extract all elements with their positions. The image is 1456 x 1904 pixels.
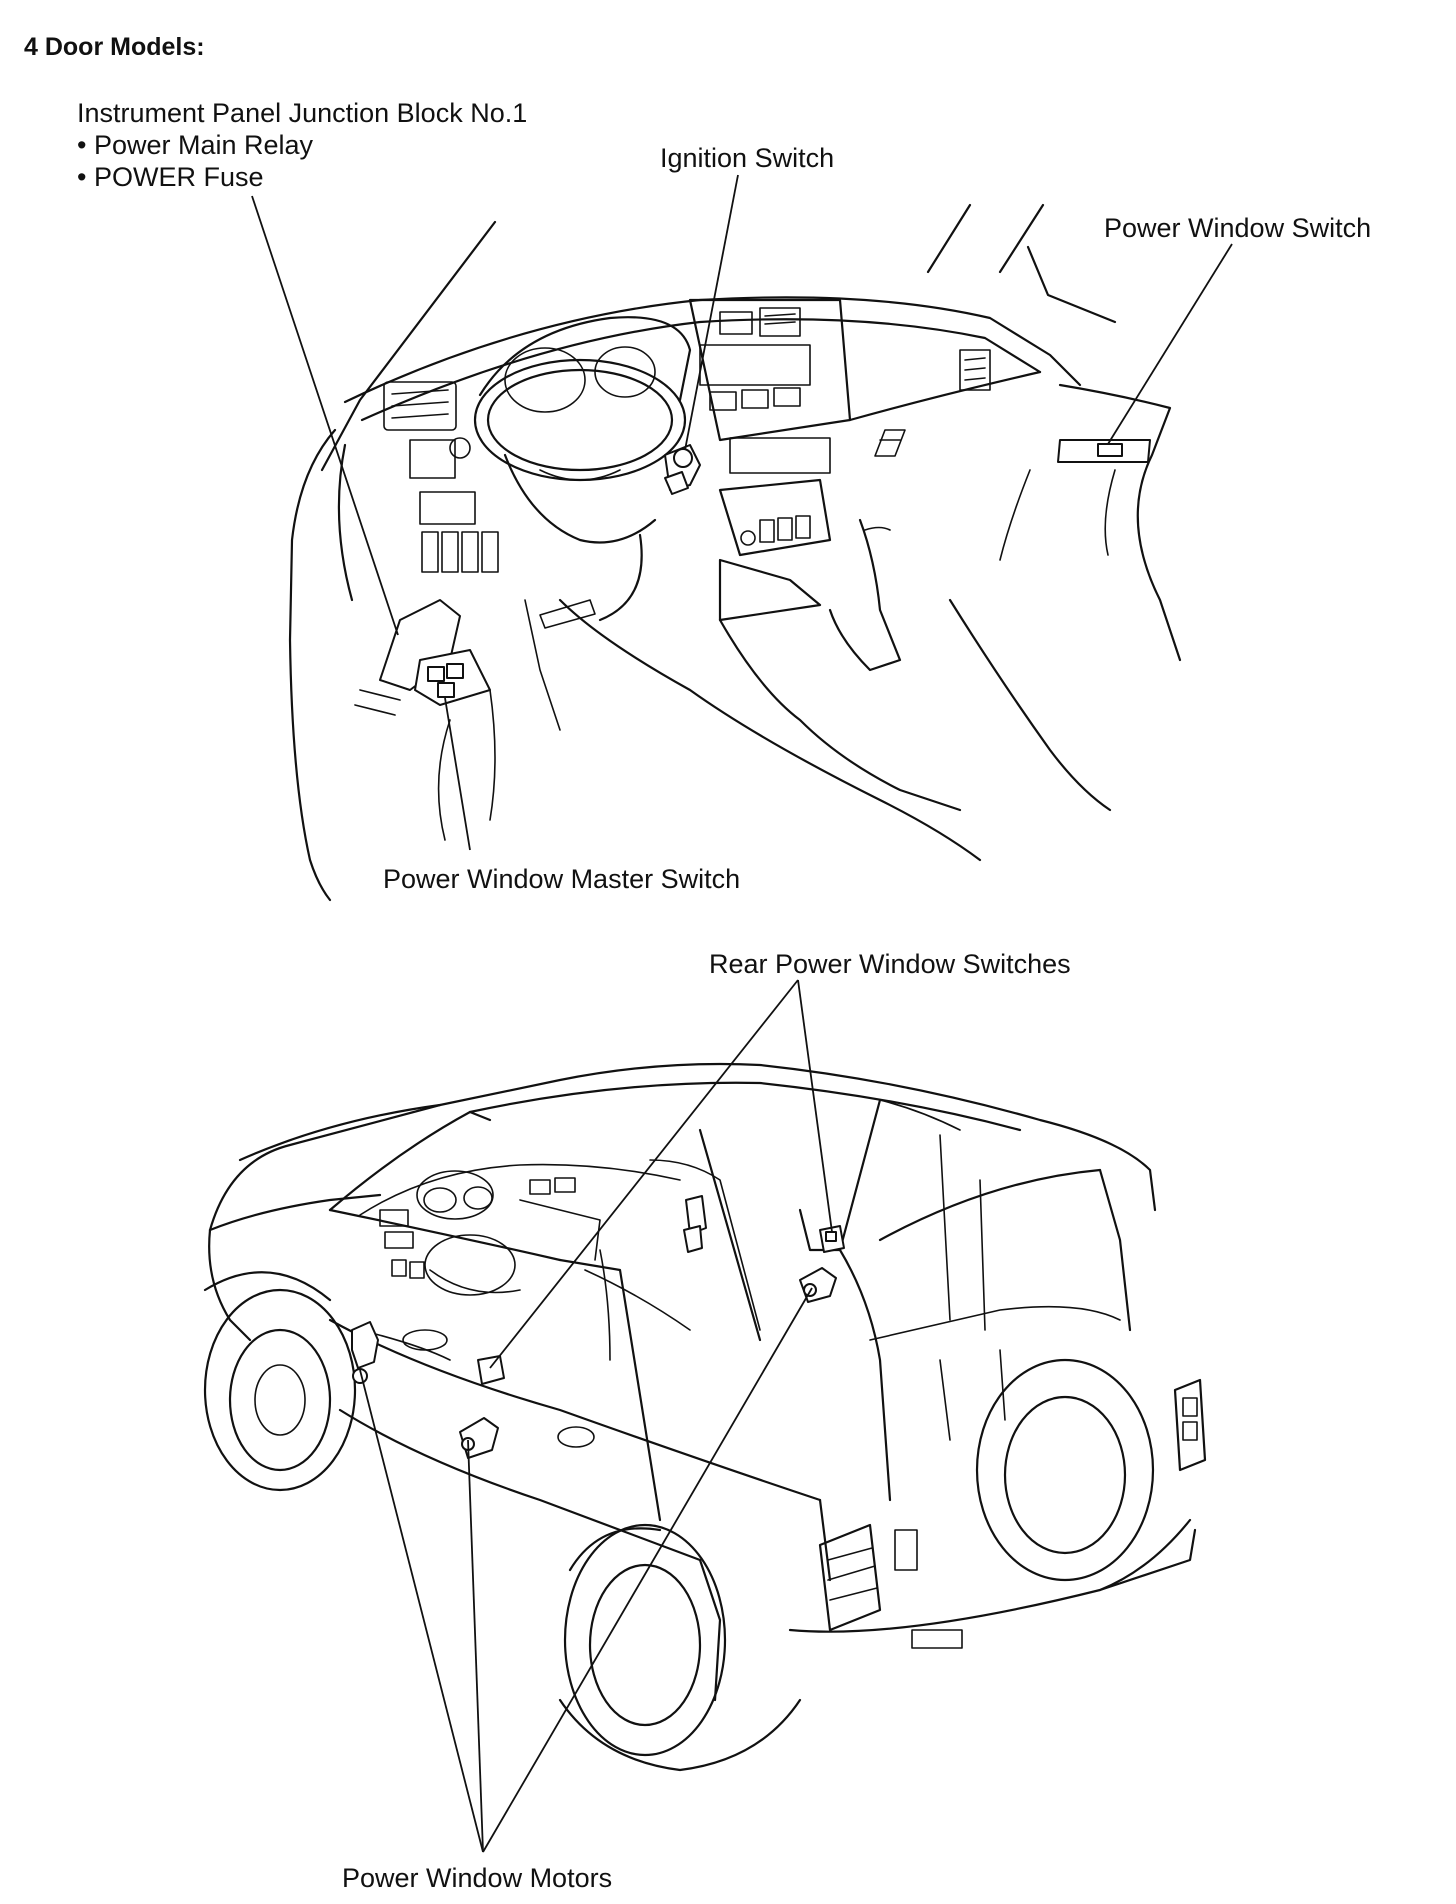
label-power-window-motors: Power Window Motors bbox=[342, 1863, 613, 1893]
label-power-window-master-switch: Power Window Master Switch bbox=[383, 864, 741, 894]
label-ignition-switch: Ignition Switch bbox=[660, 143, 835, 173]
label-rear-power-window-switches: Rear Power Window Switches bbox=[709, 949, 1071, 979]
page-heading: 4 Door Models: bbox=[24, 33, 205, 61]
label-power-fuse: • POWER Fuse bbox=[77, 162, 264, 192]
instrument-panel-illustration bbox=[288, 203, 1182, 902]
label-power-window-switch: Power Window Switch bbox=[1104, 213, 1372, 243]
vehicle-illustration bbox=[203, 1062, 1207, 1772]
top-leader-lines bbox=[251, 174, 1233, 851]
label-power-main-relay: • Power Main Relay bbox=[77, 130, 314, 160]
label-junction-block: Instrument Panel Junction Block No.1 bbox=[77, 98, 528, 128]
bottom-leader-lines bbox=[359, 979, 833, 1853]
